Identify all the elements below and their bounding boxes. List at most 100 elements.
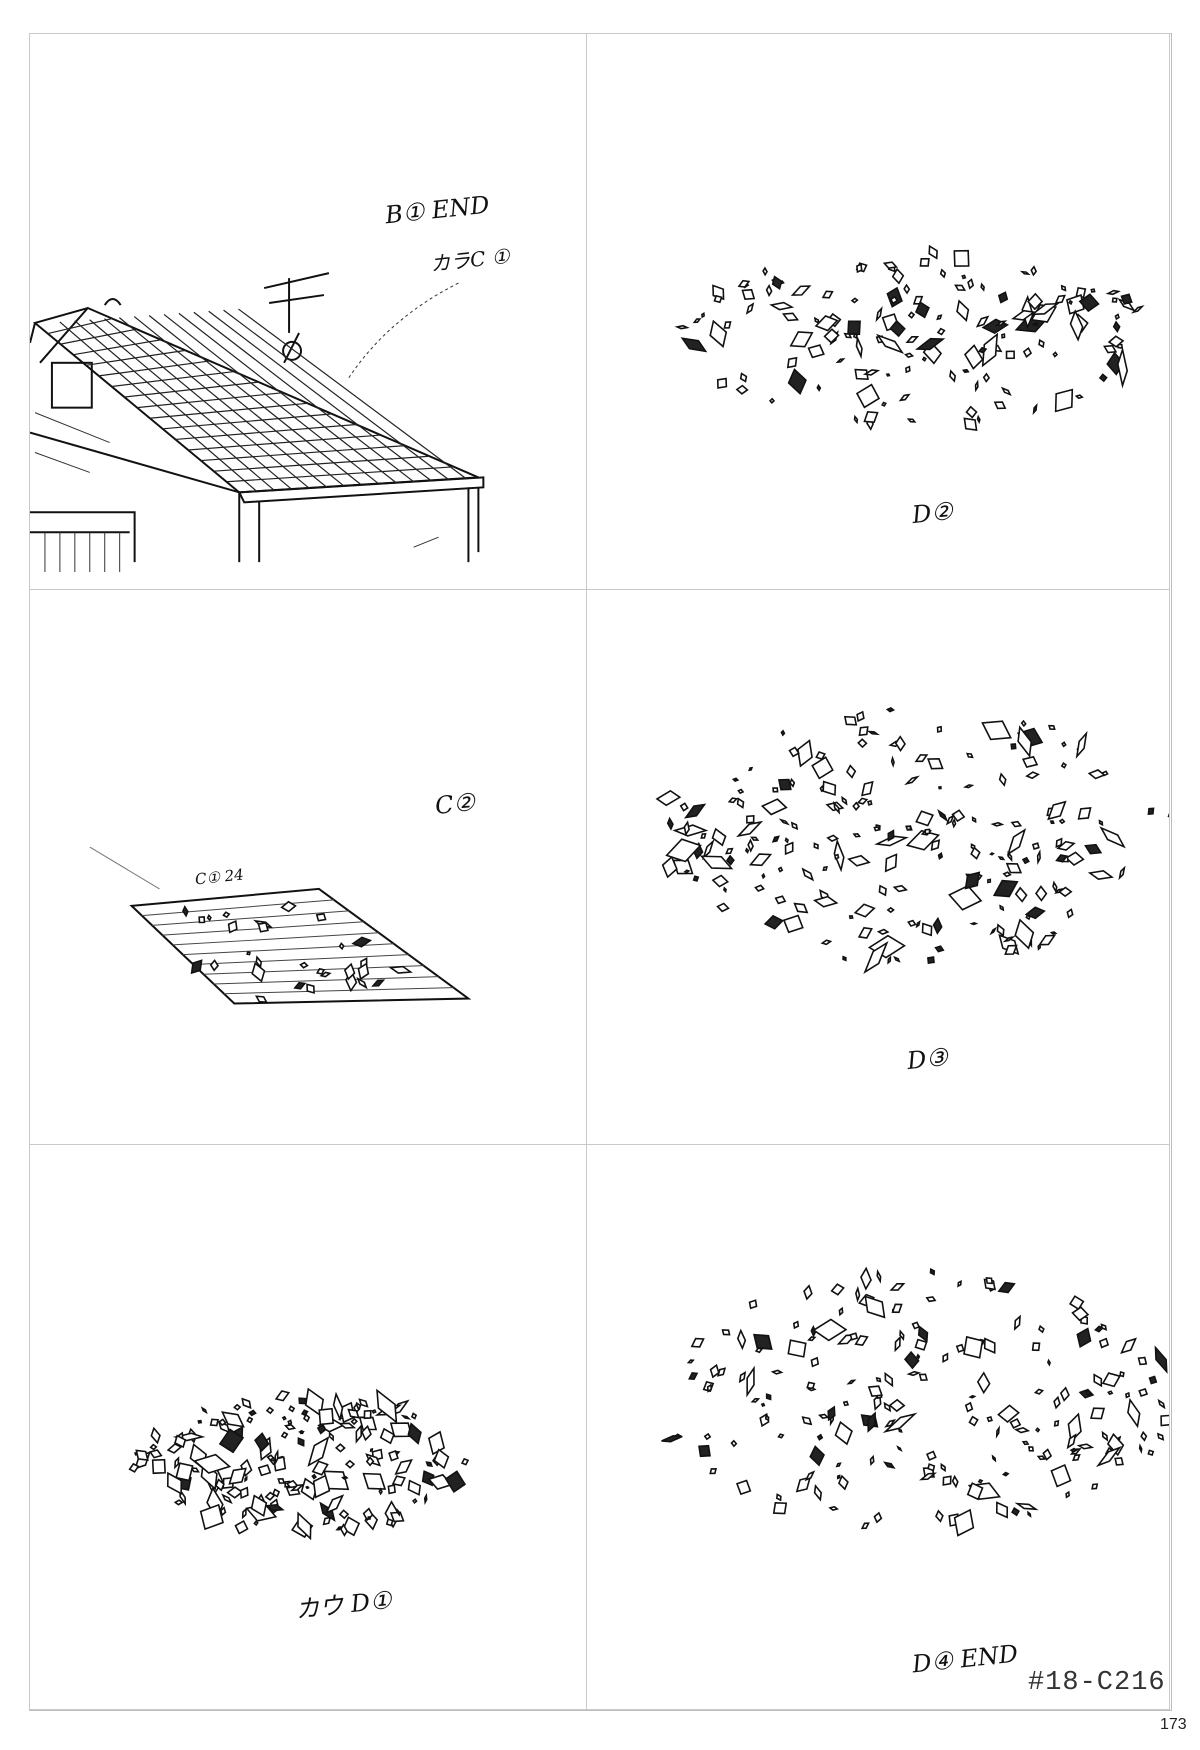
debris-fragment xyxy=(854,368,869,380)
roof-chunk xyxy=(356,976,368,990)
debris-fragment xyxy=(363,1409,372,1420)
debris-fragment xyxy=(683,869,691,874)
debris-fragment xyxy=(975,315,990,328)
debris-fragment xyxy=(332,1391,344,1422)
debris-fragment xyxy=(967,278,975,290)
debris-fragment xyxy=(891,267,905,285)
debris-fragment xyxy=(228,1467,247,1485)
debris-fragment xyxy=(962,784,975,789)
debris-fragment xyxy=(1098,373,1108,383)
debris-fragment xyxy=(1066,1433,1077,1450)
roof-tile-column xyxy=(238,308,467,479)
debris-fragment xyxy=(835,1462,842,1468)
debris-fragment xyxy=(813,842,819,850)
debris-fragment xyxy=(303,1413,311,1423)
debris-fragment xyxy=(803,1284,813,1301)
debris-fragment xyxy=(772,1502,788,1515)
debris-fragment xyxy=(881,401,887,407)
debris-fragment xyxy=(741,288,756,300)
debris-fragment xyxy=(1047,800,1067,821)
debris-fragment xyxy=(1054,388,1074,413)
debris-fragment xyxy=(344,1459,356,1469)
debris-fragment xyxy=(264,1503,285,1512)
debris-fragment xyxy=(813,316,820,325)
debris-fragment xyxy=(1058,818,1066,825)
debris-fragment xyxy=(328,1431,334,1442)
debris-fragment xyxy=(835,358,846,364)
debris-fragment xyxy=(850,297,859,304)
debris-fragment xyxy=(760,1402,766,1407)
debris-fragment xyxy=(735,1479,752,1496)
debris-fragment xyxy=(739,372,748,383)
debris-fragment xyxy=(1137,1356,1148,1366)
debris-fragment xyxy=(388,1449,399,1462)
debris-fragment xyxy=(849,1332,859,1341)
debris-fragment xyxy=(810,1356,820,1368)
debris-fragment xyxy=(358,1398,369,1408)
debris-fragment xyxy=(812,1318,848,1342)
debris-fragment xyxy=(965,752,974,759)
debris-fragment xyxy=(986,1415,993,1423)
debris-fragment xyxy=(723,886,727,894)
debris-fragment xyxy=(1054,294,1067,304)
note-d3: D③ xyxy=(905,1042,950,1076)
debris-fragment xyxy=(298,1429,305,1434)
debris-fragment xyxy=(209,1418,220,1427)
debris-fragment xyxy=(748,1299,758,1310)
roof-plank-line xyxy=(141,899,334,917)
debris-fragment xyxy=(882,1412,918,1433)
debris-fragment xyxy=(1125,1391,1131,1399)
debris-fragment xyxy=(942,1352,949,1364)
debris-sketch xyxy=(128,1387,470,1541)
debris-fragment xyxy=(367,1516,372,1520)
debris-fragment xyxy=(855,335,863,360)
debris-fragment xyxy=(241,1397,252,1409)
debris-fragment xyxy=(1098,1337,1110,1349)
debris-fragment xyxy=(350,1417,358,1426)
debris-fragment xyxy=(1095,1446,1122,1468)
debris-fragment xyxy=(890,755,895,768)
debris-fragment xyxy=(385,1518,394,1527)
debris-fragment xyxy=(680,337,708,353)
debris-fragment xyxy=(1027,1510,1032,1518)
debris-fragment xyxy=(1021,755,1039,768)
debris-fragment xyxy=(846,764,857,779)
debris-fragment xyxy=(867,1411,876,1433)
debris-fragment xyxy=(860,1266,872,1291)
debris-fragment xyxy=(665,838,702,863)
debris-fragment xyxy=(846,1379,857,1385)
debris-fragment xyxy=(1005,350,1015,360)
debris-fragment xyxy=(906,1370,922,1377)
roof-tile-column xyxy=(178,312,397,484)
debris-fragment xyxy=(770,1369,784,1375)
roof-tile-column xyxy=(59,321,258,492)
roof-surface-sketch xyxy=(89,846,472,1005)
debris-fragment xyxy=(969,922,979,926)
debris-fragment xyxy=(200,1406,208,1415)
debris-fragment xyxy=(834,1420,853,1446)
roof-tile-column xyxy=(163,313,380,485)
debris-fragment xyxy=(378,1487,383,1496)
debris-fragment xyxy=(997,1281,1016,1294)
debris-fragment xyxy=(444,1470,467,1493)
debris-fragment xyxy=(460,1457,470,1466)
debris-fragment xyxy=(1138,1387,1149,1398)
debris-fragment xyxy=(250,1494,268,1518)
debris-fragment xyxy=(730,1439,738,1448)
debris-fragment xyxy=(809,1445,825,1467)
debris-fragment xyxy=(1154,1345,1168,1374)
debris-fragment xyxy=(863,940,889,974)
debris-fragment xyxy=(790,285,812,296)
debris-fragment xyxy=(433,1448,450,1470)
debris-fragment xyxy=(934,945,945,953)
debris-fragment xyxy=(955,1343,965,1353)
debris-fragment xyxy=(916,1353,921,1360)
debris-fragment xyxy=(888,1398,906,1413)
debris-fragment xyxy=(365,1456,375,1467)
debris-fragment xyxy=(1025,914,1031,921)
debris-fragment xyxy=(322,1516,332,1526)
debris-fragment xyxy=(297,1511,312,1541)
debris-fragment xyxy=(938,785,942,790)
debris-fragment xyxy=(925,1296,937,1303)
debris-fragment xyxy=(1042,1448,1053,1461)
